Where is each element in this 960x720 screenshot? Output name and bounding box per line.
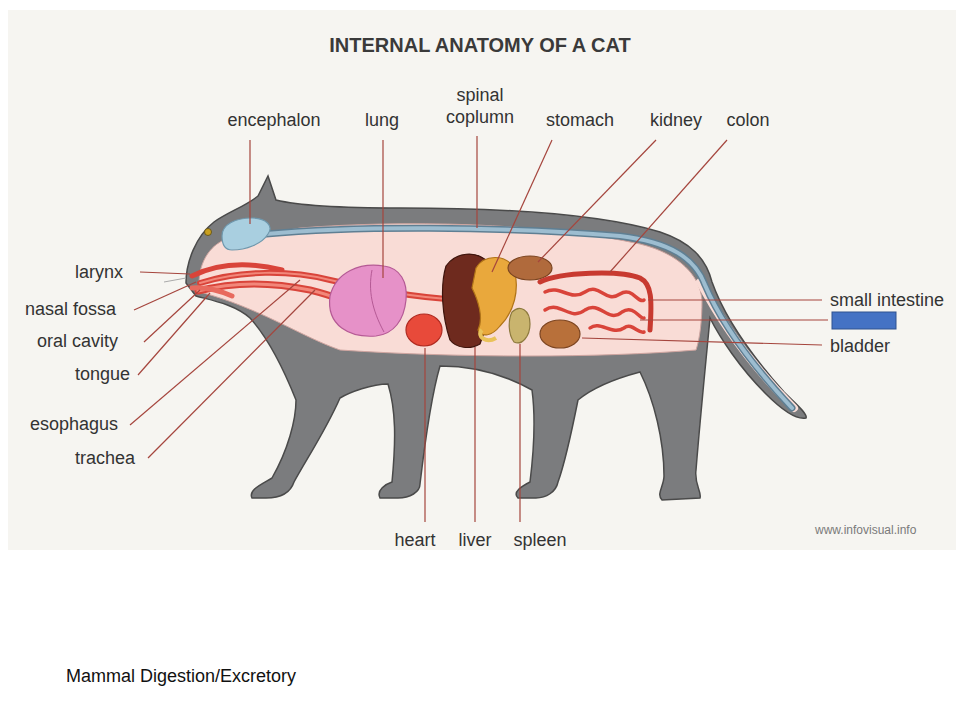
leader-line <box>640 319 828 320</box>
bladder <box>540 320 580 348</box>
eye <box>205 229 212 236</box>
leader-line <box>249 140 250 224</box>
organ-label: encephalon <box>227 109 320 131</box>
organ-label: tongue <box>75 363 130 385</box>
leader-line <box>474 347 475 522</box>
duodenum <box>480 330 496 340</box>
leader-line <box>492 140 552 272</box>
organ-label: heart <box>394 529 435 551</box>
organ-label: lung <box>365 109 399 131</box>
organ-label: liver <box>458 529 491 551</box>
lung-lobe <box>371 270 385 332</box>
organ-label: oral cavity <box>37 330 118 352</box>
leader-line <box>134 282 196 310</box>
leader-line <box>582 338 822 345</box>
body-cutaway <box>199 224 702 356</box>
kidney <box>508 256 552 280</box>
cat-body <box>186 176 806 500</box>
organ-label: spinal coplumn <box>434 84 526 128</box>
organ-label: nasal fossa <box>25 298 116 320</box>
spleen <box>509 308 530 342</box>
slide-caption: Mammal Digestion/Excretory <box>66 665 296 687</box>
organ-label: stomach <box>546 109 614 131</box>
organ-label: colon <box>726 109 769 131</box>
spine-outline <box>266 228 792 408</box>
leader-line <box>424 348 425 522</box>
whisker <box>164 278 186 282</box>
leader-line <box>476 136 477 228</box>
watermark: www.infovisual.info <box>815 522 916 538</box>
leader-line <box>138 293 210 375</box>
leader-lines <box>130 136 828 522</box>
leader-line <box>519 344 520 522</box>
diagram-title: INTERNAL ANATOMY OF A CAT <box>329 34 630 56</box>
leader-line <box>140 272 190 274</box>
organ-label: larynx <box>75 261 123 283</box>
leader-line <box>148 290 315 458</box>
leader-line <box>610 140 727 272</box>
organ-label: esophagus <box>30 413 118 435</box>
leader-line <box>144 290 200 342</box>
leader-line <box>382 140 383 278</box>
organ-label: kidney <box>650 109 702 131</box>
organ-label: bladder <box>830 335 890 357</box>
heart <box>406 314 442 346</box>
leader-line <box>130 280 300 425</box>
leader-line <box>538 140 656 262</box>
brain <box>222 218 270 250</box>
organ-label: spleen <box>513 529 566 551</box>
cover-box <box>832 312 896 329</box>
picture-ground <box>8 10 956 550</box>
organ-label: trachea <box>75 447 135 469</box>
spinal-column <box>266 228 792 408</box>
organ-label: small intestine <box>830 289 944 311</box>
lung <box>330 265 407 336</box>
leader-line <box>648 299 822 300</box>
